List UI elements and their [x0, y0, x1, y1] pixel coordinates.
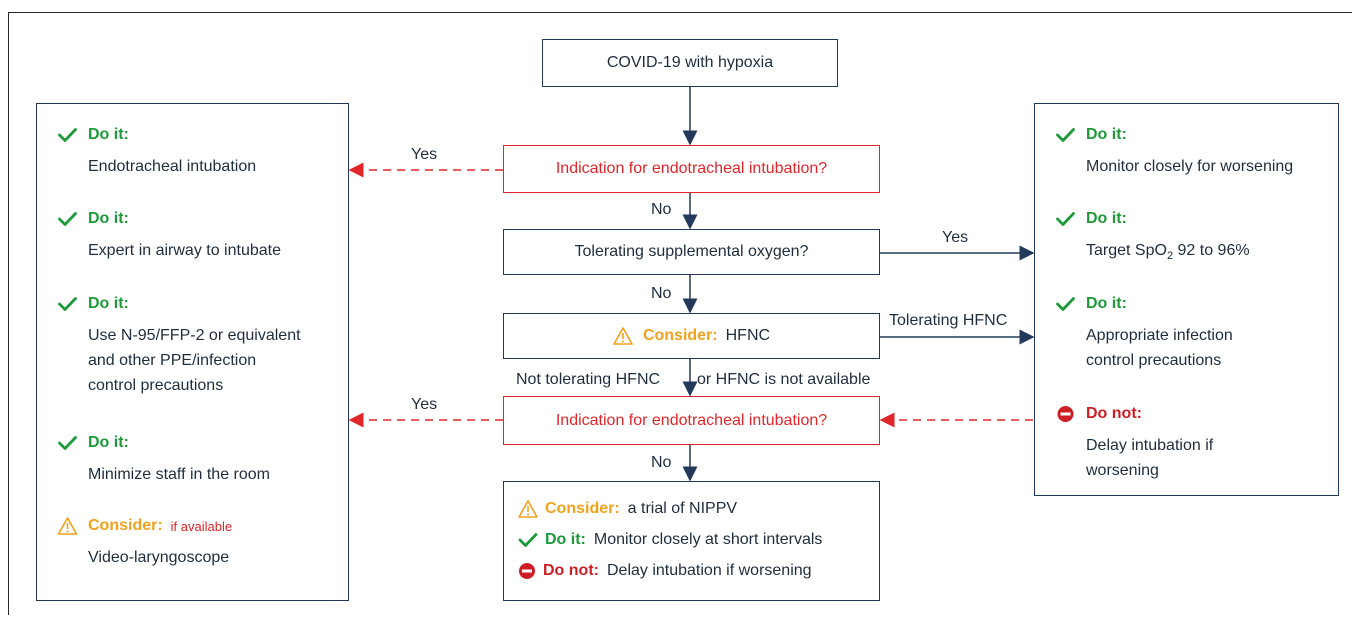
no-entry-icon	[1057, 406, 1074, 422]
consider-hfnc-key: Consider:	[642, 327, 718, 344]
left-item-text: Minimize staff in the room	[88, 466, 270, 483]
no-entry-icon	[518, 562, 543, 580]
intubation-question-1-text: Indication for endotracheal intubation?	[555, 160, 828, 177]
left-item-text-line: and other PPE/infection	[88, 352, 257, 369]
left-panel-intubate: Do it: Endotracheal intubation Do it: Ex…	[36, 103, 349, 601]
right-item-text-line: Appropriate infection	[1086, 327, 1233, 344]
final-item-text: Delay intubation if worsening	[606, 562, 812, 579]
intubation-question-2: Indication for endotracheal intubation?	[503, 396, 880, 445]
warning-icon	[518, 500, 545, 518]
left-item-text-line: control precautions	[88, 377, 224, 394]
oxygen-tolerance-question: Tolerating supplemental oxygen?	[503, 229, 880, 275]
check-icon	[1056, 297, 1075, 311]
check-icon	[1056, 212, 1075, 226]
check-icon	[58, 212, 77, 226]
edge-label-not-tolerating: Not tolerating HFNC	[516, 371, 661, 388]
check-icon	[58, 436, 77, 450]
right-item-text-line: worsening	[1086, 462, 1159, 479]
left-item-key: Consider:	[88, 517, 163, 534]
right-item-key: Do not:	[1086, 405, 1142, 422]
final-item-do: Do it: Monitor closely at short interval…	[518, 529, 822, 551]
right-item-2: Do it: Target SpO2 92 to 96%	[1055, 208, 1250, 269]
final-item-key: Do not:	[543, 562, 599, 579]
check-icon	[58, 297, 77, 311]
edge-label-yes: Yes	[411, 396, 438, 413]
consider-hfnc-text: HFNC	[725, 327, 771, 344]
left-item-4: Do it: Minimize staff in the room	[57, 432, 270, 487]
final-item-donot: Do not: Delay intubation if worsening	[518, 560, 812, 582]
final-recommendation-box: Consider: a trial of NIPPV Do it: Monito…	[503, 481, 880, 601]
oxygen-tolerance-question-text: Tolerating supplemental oxygen?	[574, 243, 809, 260]
right-panel-monitor: Do it: Monitor closely for worsening Do …	[1034, 103, 1339, 496]
edge-label-no: No	[651, 201, 672, 218]
right-item-text-line: control precautions	[1086, 352, 1222, 369]
left-item-key: Do it:	[88, 126, 129, 143]
warning-icon	[613, 327, 633, 345]
consider-hfnc-node: Consider: HFNC	[503, 313, 880, 359]
edge-label-yes: Yes	[942, 229, 969, 246]
right-item-text-line: Delay intubation if	[1086, 437, 1214, 454]
edge-label-no: No	[651, 454, 672, 471]
right-item-3: Do it: Appropriate infection control pre…	[1055, 293, 1233, 373]
right-item-1: Do it: Monitor closely for worsening	[1055, 124, 1293, 179]
left-item-3: Do it: Use N-95/FFP-2 or equivalent and …	[57, 293, 301, 398]
right-item-key: Do it:	[1086, 126, 1127, 143]
left-item-key: Do it:	[88, 210, 129, 227]
left-item-key: Do it:	[88, 295, 129, 312]
right-item-key: Do it:	[1086, 210, 1127, 227]
left-item-text: Endotracheal intubation	[88, 158, 257, 175]
final-item-key: Do it:	[545, 531, 586, 548]
check-icon	[1056, 128, 1075, 142]
edge-label-not-available: or HFNC is not available	[697, 371, 871, 388]
final-item-consider: Consider: a trial of NIPPV	[518, 498, 737, 520]
right-item-text: Monitor closely for worsening	[1086, 158, 1294, 175]
intubation-question-2-text: Indication for endotracheal intubation?	[555, 411, 828, 429]
final-item-text: a trial of NIPPV	[627, 500, 738, 517]
left-item-text: Video-laryngoscope	[88, 549, 230, 566]
left-item-5: Consider: if available Video-laryngoscop…	[57, 515, 232, 570]
left-item-2: Do it: Expert in airway to intubate	[57, 208, 281, 263]
right-item-key: Do it:	[1086, 295, 1127, 312]
left-item-text-line: Use N-95/FFP-2 or equivalent	[88, 327, 301, 344]
check-icon	[518, 532, 545, 548]
edge-label-tolerating-hfnc: Tolerating HFNC	[889, 312, 1008, 329]
warning-icon	[57, 517, 78, 535]
edge-label-no: No	[651, 285, 672, 302]
start-node: COVID-19 with hypoxia	[542, 39, 838, 87]
edge-label-yes: Yes	[411, 146, 438, 163]
right-item-4: Do not: Delay intubation if worsening	[1055, 403, 1213, 483]
start-node-text: COVID-19 with hypoxia	[606, 54, 774, 71]
left-item-text: Expert in airway to intubate	[88, 242, 281, 259]
check-icon	[58, 128, 77, 142]
left-item-key: Do it:	[88, 434, 129, 451]
availability-note: if available	[170, 518, 233, 534]
figure-frame	[8, 12, 1352, 615]
final-item-key: Consider:	[545, 500, 620, 517]
right-item-text: Target SpO2 92 to 96%	[1086, 242, 1250, 263]
final-item-text: Monitor closely at short intervals	[593, 531, 823, 548]
intubation-question-1: Indication for endotracheal intubation?	[503, 145, 880, 193]
left-item-1: Do it: Endotracheal intubation	[57, 124, 256, 179]
